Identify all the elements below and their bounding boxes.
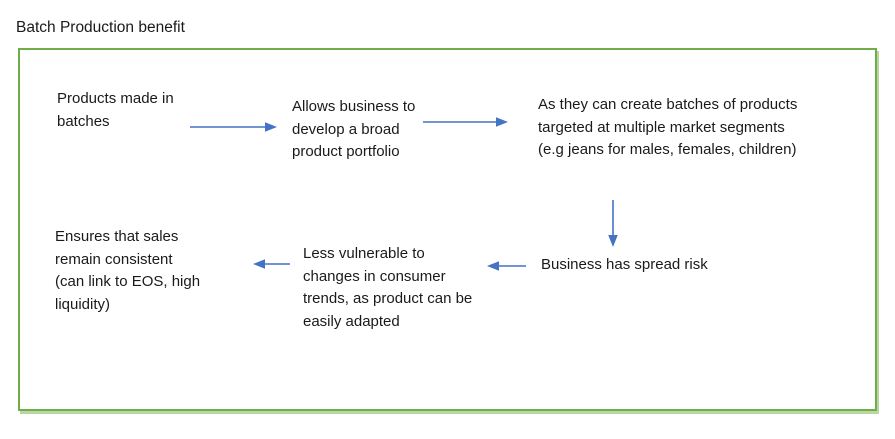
arrow-right-icon — [421, 114, 511, 130]
node-broad-product-portfolio: Allows business to develop a broad produ… — [292, 98, 416, 160]
diagram-frame — [18, 48, 877, 411]
node-market-segments: As they can create batches of products t… — [538, 96, 798, 158]
node-less-vulnerable-trends: Less vulnerable to changes in consumer t… — [303, 245, 473, 330]
diagram-title: Batch Production benefit — [16, 19, 185, 36]
node-business-spread-risk: Business has spread risk — [541, 256, 708, 273]
arrow-left-icon — [250, 256, 292, 272]
node-consistent-sales: Ensures that sales remain consistent (ca… — [55, 228, 201, 313]
arrow-left-icon — [484, 258, 528, 274]
arrow-right-icon — [188, 119, 280, 135]
node-products-made-in-batches: Products made in batches — [57, 90, 174, 130]
arrow-down-icon — [604, 198, 622, 250]
